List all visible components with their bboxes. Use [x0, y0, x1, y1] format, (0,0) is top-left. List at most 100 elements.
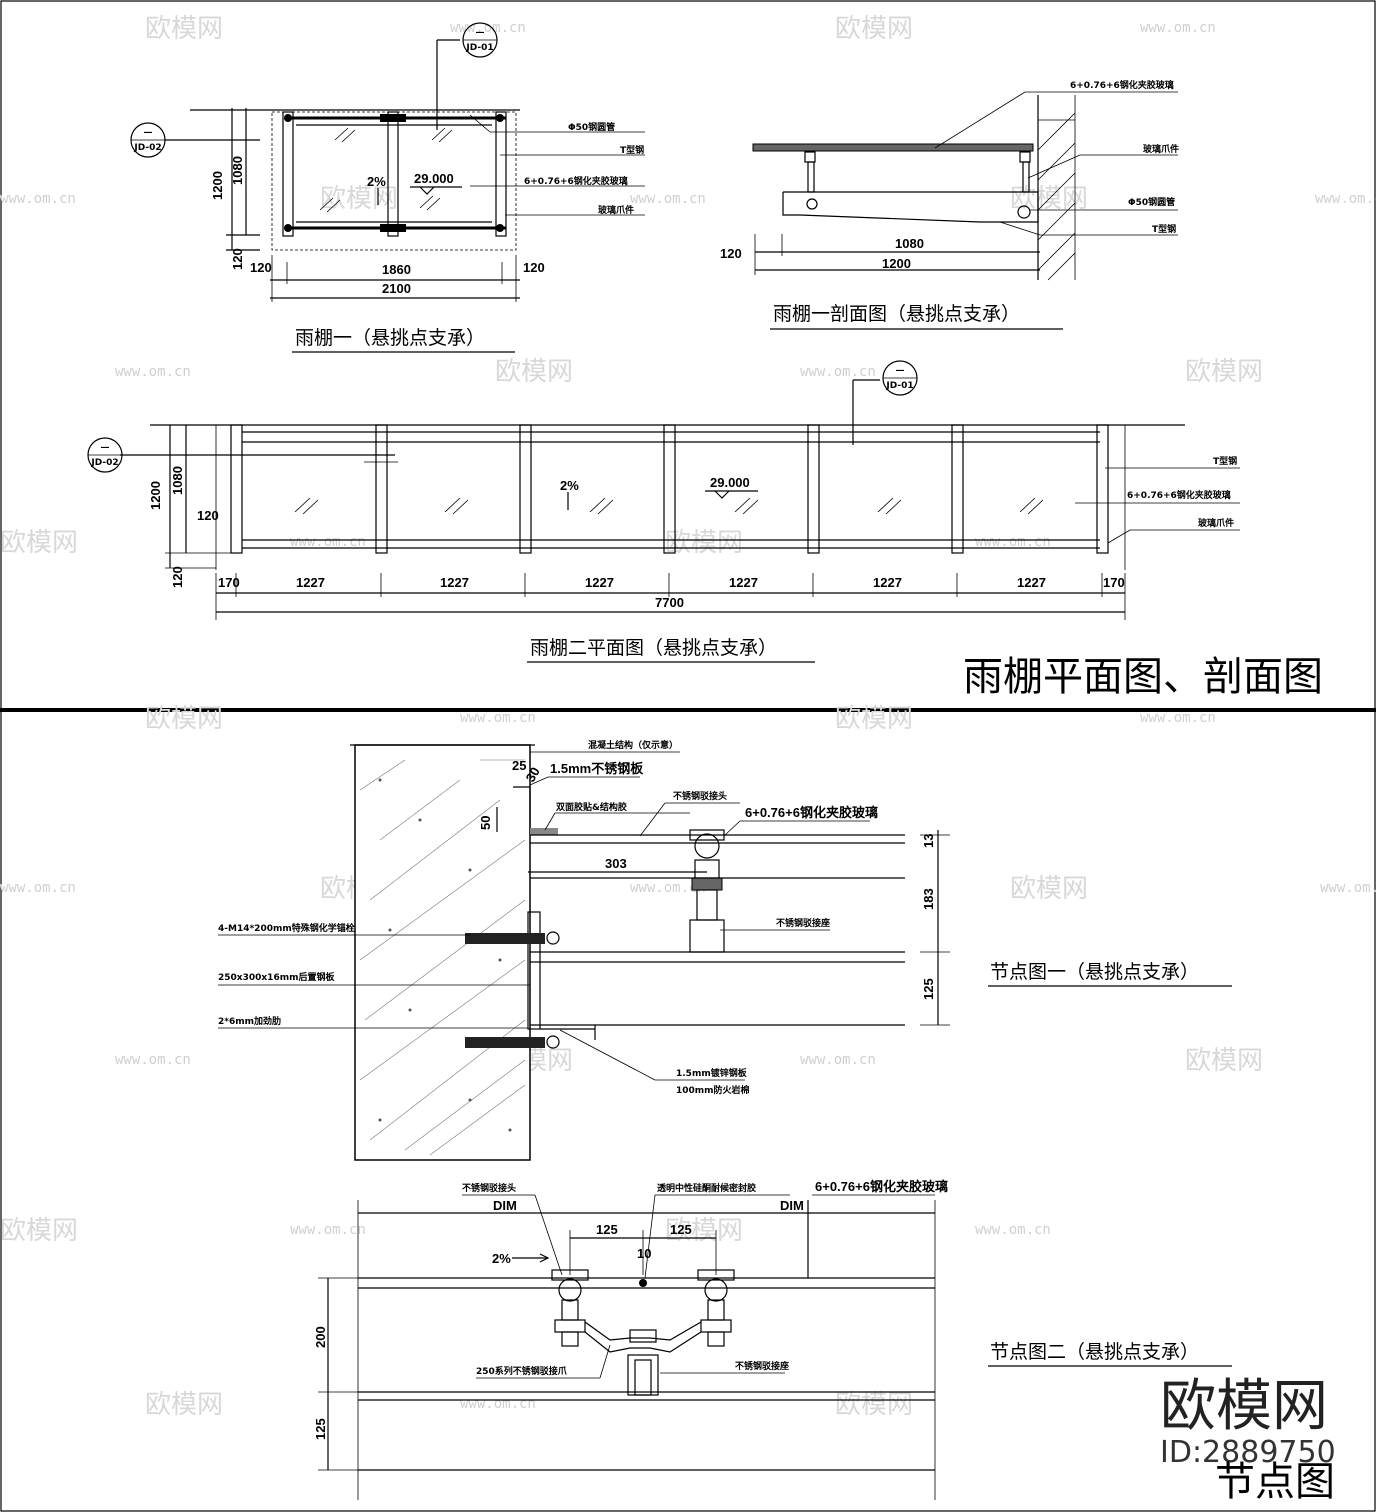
svg-text:1227: 1227 [440, 575, 469, 590]
svg-text:100mm防火岩棉: 100mm防火岩棉 [676, 1084, 750, 1096]
svg-text:JD-02: JD-02 [133, 143, 161, 153]
svg-text:183: 183 [921, 888, 936, 910]
svg-text:1.5mm不锈钢板: 1.5mm不锈钢板 [550, 761, 644, 776]
watermark-text: 欧模网 [665, 528, 743, 558]
watermark-url: www.om.cn [975, 1222, 1051, 1238]
top-sheet-title: 雨棚平面图、剖面图 [963, 654, 1323, 700]
watermark-url: www.om.cn [290, 1222, 366, 1238]
svg-text:玻璃爪件: 玻璃爪件 [598, 204, 634, 216]
svg-text:T型钢: T型钢 [1213, 455, 1237, 467]
svg-text:7700: 7700 [655, 595, 684, 610]
watermark-text: 欧模网 [0, 1216, 78, 1246]
svg-text:—: — [476, 28, 485, 38]
watermark-text: 欧模网 [835, 14, 913, 44]
plan1-caption: 雨棚一（悬挑点支承） [295, 327, 485, 349]
svg-text:120: 120 [170, 566, 185, 588]
svg-text:2*6mm加劲肋: 2*6mm加劲肋 [218, 1015, 281, 1027]
plan-2: 2% 29.000 — JD-01 — JD-02 T型钢 6+0.76+6钢化… [87, 360, 1240, 663]
svg-text:6+0.76+6钢化夹胶玻璃: 6+0.76+6钢化夹胶玻璃 [815, 1179, 948, 1194]
watermark-text: 欧模网 [320, 184, 398, 214]
svg-text:双面胶贴&结构胶: 双面胶贴&结构胶 [556, 801, 627, 813]
svg-text:2%: 2% [492, 1251, 511, 1266]
watermark-url: www.om.cn [460, 710, 536, 726]
svg-text:玻璃爪件: 玻璃爪件 [1198, 517, 1234, 529]
svg-text:T型钢: T型钢 [620, 144, 644, 156]
watermark-url: www.om.cn [460, 1396, 536, 1412]
brand-logo: 欧模网 [1160, 1374, 1328, 1439]
svg-text:JD-01: JD-01 [465, 43, 493, 53]
svg-text:DIM: DIM [780, 1198, 804, 1213]
watermark-url: www.om.cn [0, 880, 76, 896]
node2-caption: 节点图二（悬挑点支承） [990, 1341, 1199, 1363]
section1-caption: 雨棚一剖面图（悬挑点支承） [773, 303, 1020, 325]
svg-text:—: — [144, 128, 153, 138]
watermark-url: www.om.cn [630, 880, 706, 896]
svg-text:30: 30 [523, 764, 543, 784]
watermark-text: 欧模网 [835, 1390, 913, 1420]
watermark-url: www.om.cn [290, 534, 366, 550]
svg-text:200: 200 [313, 1326, 328, 1348]
svg-text:29.000: 29.000 [414, 171, 454, 186]
svg-text:6+0.76+6钢化夹胶玻璃: 6+0.76+6钢化夹胶玻璃 [745, 805, 878, 820]
watermark-text: 欧模网 [835, 704, 913, 734]
svg-text:Φ50钢圆管: Φ50钢圆管 [1128, 196, 1175, 208]
watermark-url: www.om.cn [1140, 710, 1216, 726]
watermark-text: 欧模网 [145, 14, 223, 44]
watermark-url: www.om.cn [800, 364, 876, 380]
node-1: 13 183 125 303 25 30 50 混凝土结构（仅示意） 1.5mm… [218, 739, 1232, 1161]
svg-text:6+0.76+6钢化夹胶玻璃: 6+0.76+6钢化夹胶玻璃 [1070, 79, 1174, 91]
watermark-url: www.om.cn [1315, 191, 1376, 207]
watermark-url: www.om.cn [115, 364, 191, 380]
watermark-text: 欧模网 [665, 1216, 743, 1246]
svg-text:1200: 1200 [882, 256, 911, 271]
watermark-url: www.om.cn [0, 191, 76, 207]
watermark-url: www.om.cn [630, 191, 706, 207]
watermark-url: www.om.cn [1320, 880, 1376, 896]
plan-1: — JD-01 — JD-02 2% 29.000 Φ50钢圆管 T型钢 6+0… [130, 22, 645, 353]
svg-text:4-M14*200mm特殊钢化学锚栓: 4-M14*200mm特殊钢化学锚栓 [218, 922, 355, 934]
bottom-sheet-title: 节点图 [1215, 1459, 1335, 1505]
svg-text:1227: 1227 [585, 575, 614, 590]
section-1: 6+0.76+6钢化夹胶玻璃 玻璃爪件 Φ50钢圆管 T型钢 120 1080 … [720, 79, 1179, 330]
svg-text:不锈钢驳接头: 不锈钢驳接头 [462, 1182, 516, 1194]
svg-text:125: 125 [596, 1222, 618, 1237]
svg-text:1860: 1860 [382, 262, 411, 277]
svg-text:不锈钢驳接座: 不锈钢驳接座 [776, 917, 830, 929]
watermark-url: www.om.cn [450, 20, 526, 36]
svg-text:303: 303 [605, 856, 627, 871]
svg-text:120: 120 [250, 260, 272, 275]
svg-text:1200: 1200 [210, 171, 225, 200]
svg-text:1080: 1080 [895, 236, 924, 251]
svg-text:DIM: DIM [493, 1198, 517, 1213]
svg-text:1.5mm镀锌钢板: 1.5mm镀锌钢板 [676, 1067, 748, 1079]
svg-text:125: 125 [921, 978, 936, 1000]
svg-text:10: 10 [637, 1246, 651, 1261]
svg-text:2100: 2100 [382, 281, 411, 296]
watermark-text: 欧模网 [1185, 1046, 1263, 1076]
svg-text:2%: 2% [367, 174, 386, 189]
watermark-url: www.om.cn [975, 534, 1051, 550]
svg-text:玻璃爪件: 玻璃爪件 [1143, 143, 1179, 155]
svg-text:13: 13 [921, 834, 936, 848]
watermark-text: 欧模网 [1010, 874, 1088, 904]
watermark-text: 欧模网 [0, 528, 78, 558]
svg-text:不锈钢驳接座: 不锈钢驳接座 [735, 1360, 789, 1372]
svg-text:1227: 1227 [873, 575, 902, 590]
svg-text:1080: 1080 [170, 466, 185, 495]
svg-text:125: 125 [313, 1418, 328, 1440]
svg-text:120: 120 [720, 246, 742, 261]
watermark-text: 欧模网 [145, 704, 223, 734]
svg-text:1227: 1227 [729, 575, 758, 590]
svg-text:1227: 1227 [296, 575, 325, 590]
watermark-layer: 欧模网 欧模网 www.om.cn www.om.cn 欧模网 欧模网 www.… [0, 14, 1376, 1420]
svg-text:Φ50钢圆管: Φ50钢圆管 [568, 121, 615, 133]
node1-caption: 节点图一（悬挑点支承） [990, 961, 1199, 983]
svg-text:2%: 2% [560, 478, 579, 493]
svg-text:250系列不锈钢驳接爪: 250系列不锈钢驳接爪 [476, 1365, 568, 1377]
svg-text:1200: 1200 [148, 481, 163, 510]
svg-text:120: 120 [197, 508, 219, 523]
watermark-text: 欧模网 [1185, 357, 1263, 387]
watermark-url: www.om.cn [1140, 20, 1216, 36]
watermark-url: www.om.cn [800, 1052, 876, 1068]
svg-text:混凝土结构（仅示意）: 混凝土结构（仅示意） [588, 739, 678, 751]
